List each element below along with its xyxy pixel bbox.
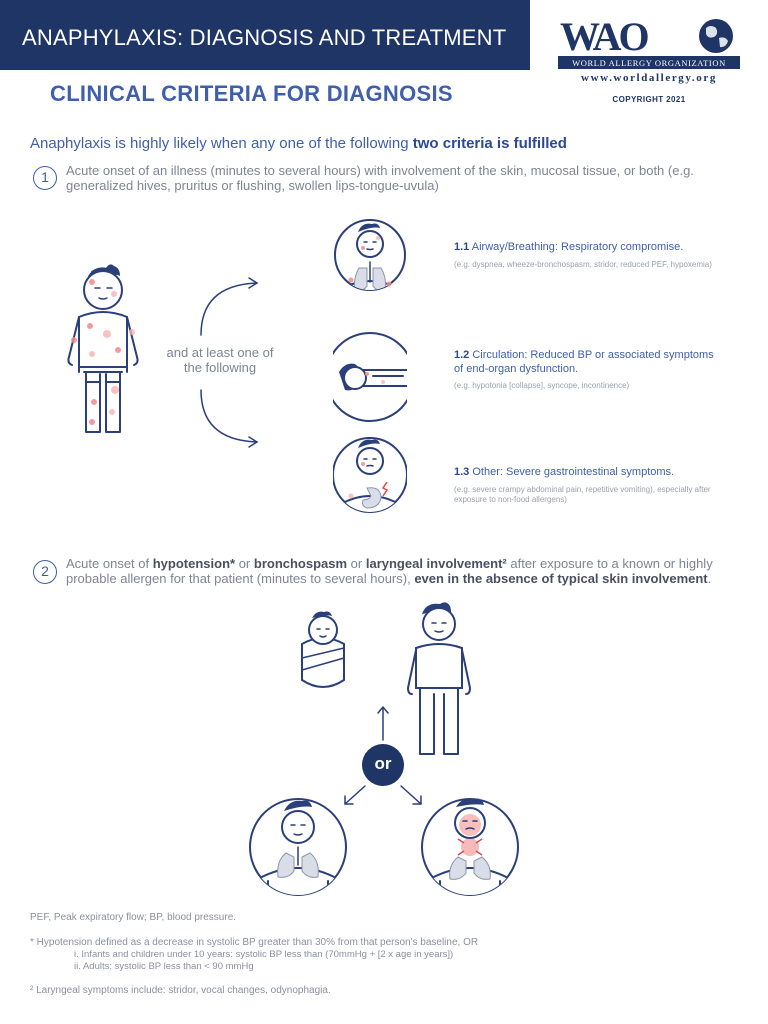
footnote-hypotension-infants: i. Infants and children under 10 years: … [74, 949, 454, 960]
criterion-2-text-part: or [347, 556, 366, 571]
gastrointestinal-icon [333, 437, 407, 513]
footnote-hypotension-main: * Hypotension defined as a decrease in s… [30, 937, 479, 948]
intro-emphasis: two criteria is fulfilled [412, 135, 567, 152]
criterion-1-text: Acute onset of an illness (minutes to se… [66, 163, 694, 193]
sub-criterion-title: Airway/Breathing: Respiratory compromise… [471, 241, 684, 253]
footnote-abbreviations: PEF, Peak expiratory flow; BP, blood pre… [30, 912, 237, 923]
footnote-hypotension-adults: ii. Adults: systolic BP less than < 90 m… [74, 961, 254, 972]
infant-illustration [301, 611, 345, 688]
sub-criterion-note: (e.g. severe crampy abdominal pain, repe… [454, 484, 711, 504]
circulation-icon [333, 332, 407, 422]
criterion-2-text-part: . [707, 571, 712, 586]
page-title: ANAPHYLAXIS: DIAGNOSIS AND TREATMENT [22, 25, 507, 50]
or-badge: or [362, 744, 404, 786]
criterion-1-number: 1 [33, 166, 57, 190]
header-bar [0, 0, 530, 70]
or-arrows [344, 705, 422, 805]
connector-text: and at least one of the following [166, 345, 274, 375]
adult-illustration [407, 602, 471, 755]
sub-criterion-1-3: 1.3 Other: Severe gastrointestinal sympt… [454, 466, 744, 505]
footnote-laryngeal: ² Laryngeal symptoms include: stridor, v… [30, 985, 331, 996]
rash-child-illustration [67, 264, 139, 433]
copyright-notice: COPYRIGHT 2021 [612, 95, 686, 104]
logo-letters: WAO [560, 16, 648, 59]
intro-text: Anaphylaxis is highly likely when any on… [30, 135, 413, 152]
airway-icon [334, 219, 406, 291]
sub-criterion-1-1: 1.1 Airway/Breathing: Respiratory compro… [454, 241, 724, 270]
bronchospasm-term: bronchospasm [253, 556, 348, 571]
sub-criterion-note: (e.g. hypotonia [collapse], syncope, inc… [454, 381, 630, 390]
criterion-2-text-part: Acute onset of [66, 556, 153, 571]
sub-criterion-number: 1.2 [454, 349, 470, 361]
logo-org-name: WORLD ALLERGY ORGANIZATION [572, 58, 726, 68]
wao-logo: WAO WORLD ALLERGY ORGANIZATION [558, 16, 740, 69]
criterion-2-number: 2 [33, 560, 57, 584]
website-url[interactable]: www.worldallergy.org [581, 72, 717, 84]
criterion-2-text: Acute onset of hypotension* or bronchosp… [66, 556, 746, 586]
footnote-hypotension: * Hypotension defined as a decrease in s… [30, 937, 478, 973]
sub-criterion-title: Other: Severe gastrointestinal symptoms. [472, 466, 675, 478]
sub-criterion-number: 1.3 [454, 466, 470, 478]
hypotension-term: hypotension* [152, 556, 236, 571]
skin-involvement-term: even in the absence of typical skin invo… [414, 571, 708, 586]
laryngeal-term: laryngeal involvement² [365, 556, 507, 571]
branch-arrows [200, 277, 259, 448]
bronchospasm-icon [249, 798, 347, 896]
sub-criterion-number: 1.1 [454, 241, 470, 253]
criterion-2-text-part: after exposure to a known or highly prob… [66, 556, 713, 586]
section-heading: CLINICAL CRITERIA FOR DIAGNOSIS [50, 81, 453, 106]
sub-criterion-1-2: 1.2 Circulation: Reduced BP or associate… [454, 349, 724, 391]
sub-criterion-note: (e.g. dyspnea, wheeze-bronchospasm, stri… [454, 259, 712, 269]
criterion-2-text-part: or [235, 556, 254, 571]
intro-statement: Anaphylaxis is highly likely when any on… [30, 135, 567, 152]
laryngeal-icon [421, 798, 519, 896]
sub-criterion-title: Circulation: Reduced BP or associated sy… [454, 349, 714, 375]
